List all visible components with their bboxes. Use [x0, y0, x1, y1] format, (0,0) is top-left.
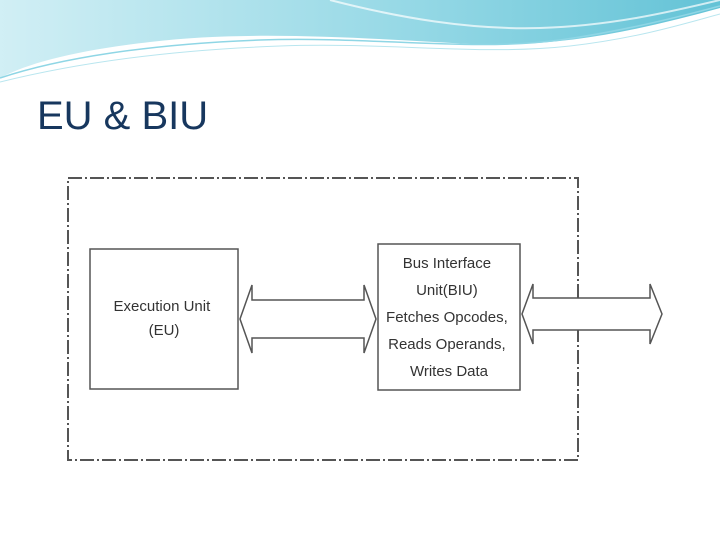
eu-block-line: Execution Unit: [114, 298, 212, 315]
external-bus-double-arrow: [521, 283, 663, 345]
eu-block-line: (EU): [149, 322, 180, 339]
biu-block-label: Bus Interface Unit(BIU) Fetches Opcodes,…: [386, 255, 512, 380]
biu-block: [377, 243, 521, 391]
biu-block-line: Writes Data: [410, 363, 489, 380]
header-swoosh-decoration: [0, 0, 720, 83]
biu-block-line: Unit(BIU): [416, 282, 478, 299]
biu-block-line: Reads Operands,: [388, 336, 506, 353]
slide-title: EU & BIU: [37, 94, 209, 138]
biu-block-line: Bus Interface: [403, 255, 491, 272]
eu-block: [89, 248, 239, 390]
eu-biu-double-arrow: [239, 284, 377, 354]
biu-block-line: Fetches Opcodes,: [386, 309, 508, 326]
eu-block-label: Execution Unit (EU): [114, 298, 215, 339]
eu-biu-block-diagram: Execution Unit (EU) Bus Interface Unit(B…: [67, 177, 663, 461]
diagram-panel: Execution Unit (EU) Bus Interface Unit(B…: [62, 172, 668, 470]
